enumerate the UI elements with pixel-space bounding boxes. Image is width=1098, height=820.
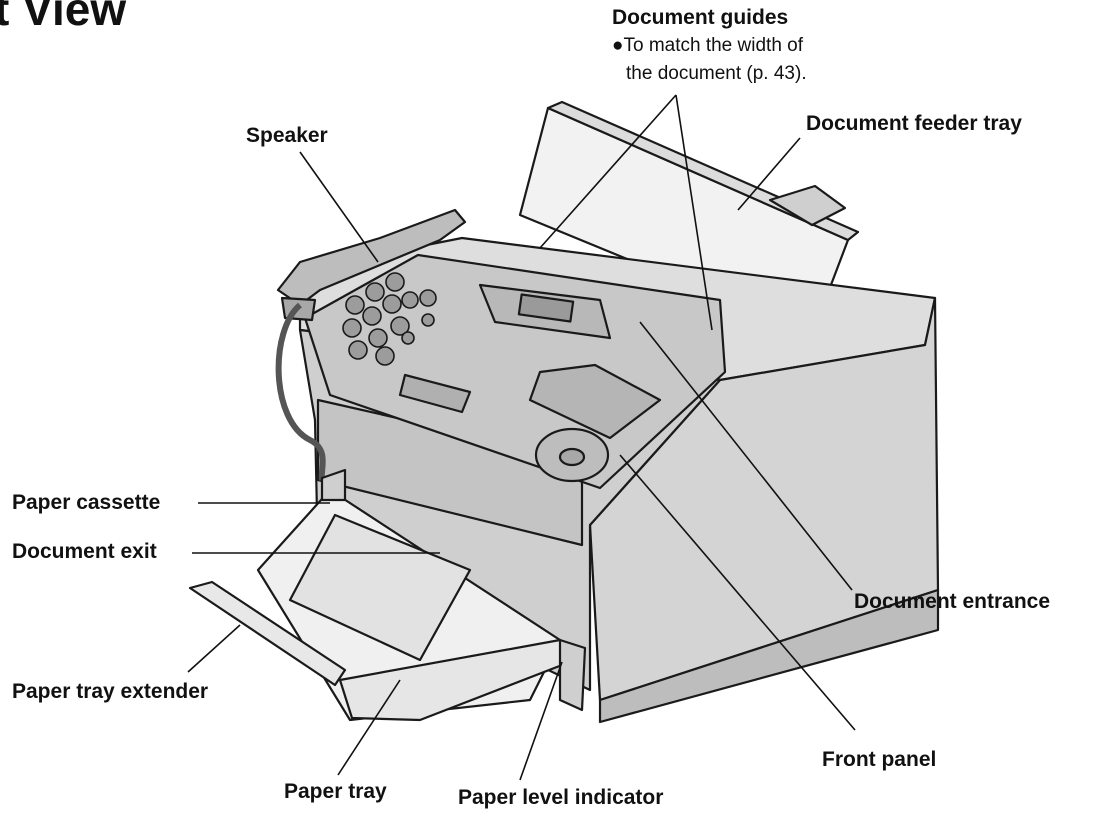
label-document-feeder-tray: Document feeder tray [806, 112, 1022, 135]
label-front-panel: Front panel [822, 748, 937, 771]
label-paper-tray: Paper tray [284, 780, 387, 803]
handset-cord [275, 302, 326, 481]
label-document-guides-note-2: the document (p. 43). [626, 63, 807, 84]
label-document-guides-note-1: ●To match the width of [612, 35, 804, 56]
page-title: t View [0, 0, 127, 35]
label-paper-tray-extender: Paper tray extender [12, 680, 209, 703]
label-document-guides: Document guides [612, 6, 789, 29]
label-speaker: Speaker [246, 124, 328, 147]
label-paper-level-indicator: Paper level indicator [458, 786, 664, 809]
label-document-exit: Document exit [12, 540, 157, 563]
label-paper-cassette: Paper cassette [12, 491, 161, 514]
paper-tray-extender [188, 580, 347, 687]
label-document-entrance: Document entrance [854, 590, 1051, 613]
